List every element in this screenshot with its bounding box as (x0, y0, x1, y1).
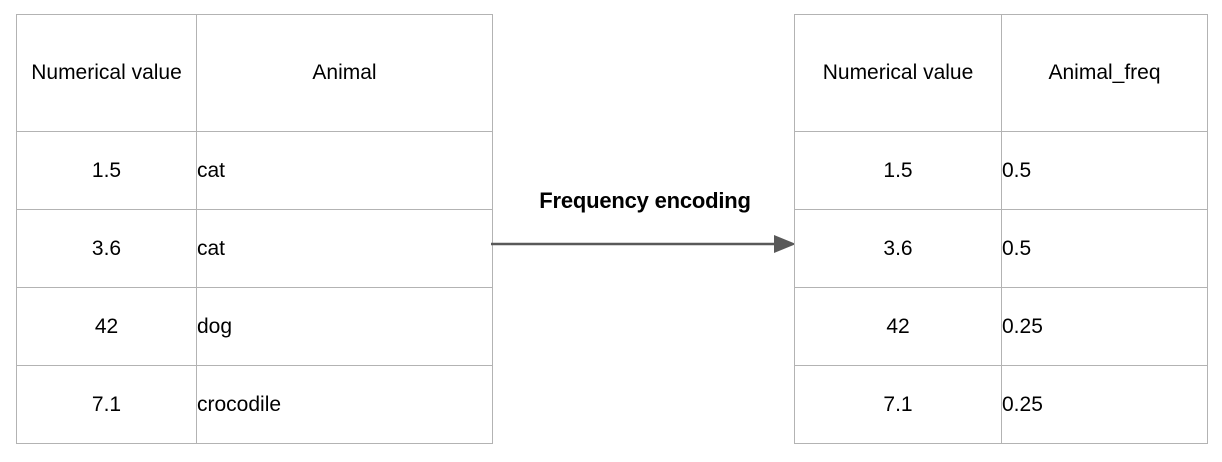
encoded-table: Numerical value Animal_freq 1.5 0.5 3.6 … (794, 14, 1208, 444)
encoded-header-animal-freq: Animal_freq (1001, 14, 1208, 132)
encoded-cell-animal-freq: 0.5 (1001, 209, 1208, 288)
encoded-cell-numerical-value: 42 (794, 287, 1002, 366)
encoded-cell-numerical-value: 1.5 (794, 131, 1002, 210)
table-row: 42 0.25 (794, 287, 1208, 366)
table-row: 1.5 cat (16, 131, 493, 210)
table-row: 7.1 0.25 (794, 365, 1208, 444)
encoded-cell-numerical-value: 3.6 (794, 209, 1002, 288)
encoded-header-numerical-value: Numerical value (794, 14, 1002, 132)
right-arrow-icon (491, 235, 796, 253)
table-row: 1.5 0.5 (794, 131, 1208, 210)
source-header-numerical-value: Numerical value (16, 14, 197, 132)
source-cell-numerical-value: 1.5 (16, 131, 197, 210)
encoded-cell-animal-freq: 0.25 (1001, 287, 1208, 366)
table-row: 3.6 cat (16, 209, 493, 288)
source-cell-numerical-value: 7.1 (16, 365, 197, 444)
encoded-cell-animal-freq: 0.5 (1001, 131, 1208, 210)
table-header-row: Numerical value Animal (16, 14, 493, 132)
table-header-row: Numerical value Animal_freq (794, 14, 1208, 132)
source-header-animal: Animal (196, 14, 493, 132)
encoded-cell-animal-freq: 0.25 (1001, 365, 1208, 444)
source-cell-animal: crocodile (196, 365, 493, 444)
encoded-cell-numerical-value: 7.1 (794, 365, 1002, 444)
source-cell-animal: cat (196, 209, 493, 288)
source-cell-animal: cat (196, 131, 493, 210)
table-row: 7.1 crocodile (16, 365, 493, 444)
source-cell-numerical-value: 42 (16, 287, 197, 366)
transform-annotation: Frequency encoding (490, 188, 800, 263)
table-row: 3.6 0.5 (794, 209, 1208, 288)
source-cell-animal: dog (196, 287, 493, 366)
table-row: 42 dog (16, 287, 493, 366)
source-cell-numerical-value: 3.6 (16, 209, 197, 288)
source-table: Numerical value Animal 1.5 cat 3.6 cat 4… (16, 14, 493, 444)
transform-label: Frequency encoding (539, 188, 751, 213)
